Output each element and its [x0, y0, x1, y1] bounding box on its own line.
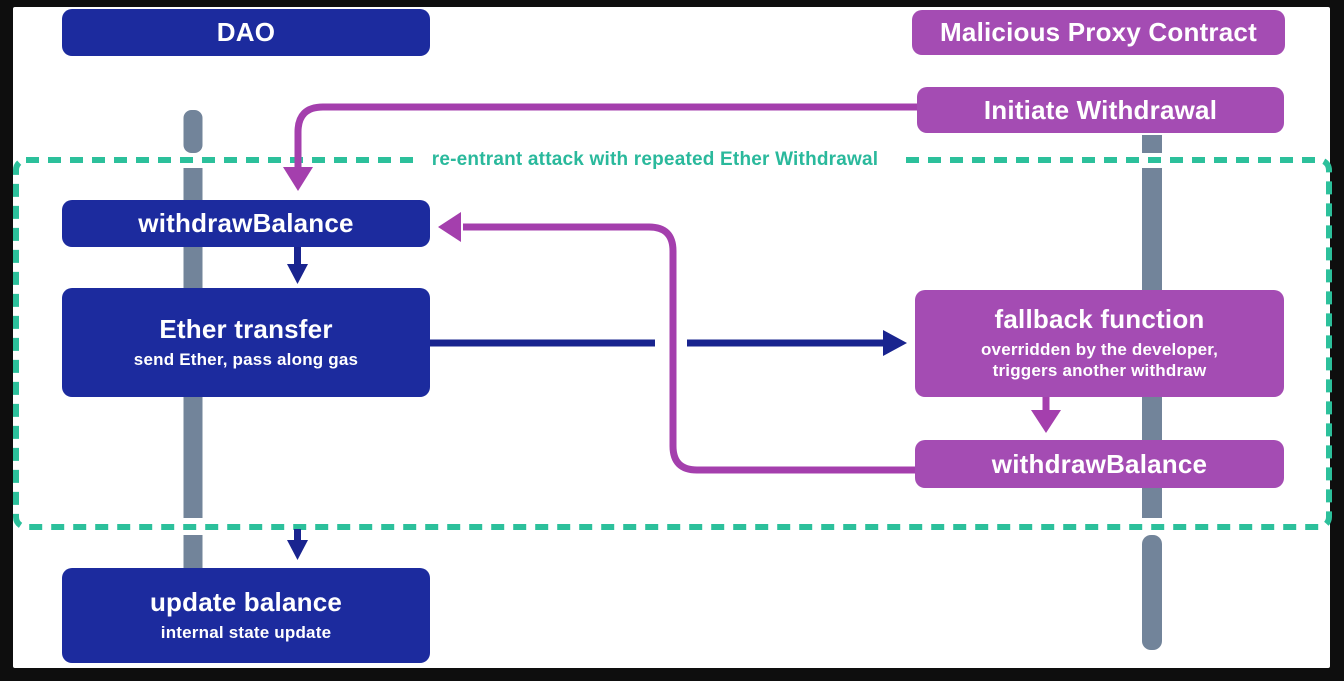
withdrawbalance-dao-node: withdrawBalance	[62, 200, 430, 247]
fallback-trigger-arrow	[1031, 397, 1061, 433]
dao-lifeline-segment	[183, 110, 203, 153]
proxy-lifeline-segment	[1142, 135, 1162, 153]
node-title: withdrawBalance	[991, 448, 1208, 479]
node-title: withdrawBalance	[138, 208, 354, 239]
ether-send-arrow	[430, 330, 907, 356]
update-balance-arrow	[287, 529, 308, 560]
internal-call-arrow	[287, 247, 308, 284]
arrowhead-down-icon	[287, 264, 308, 284]
reentrant-call-arrow	[438, 212, 915, 474]
dao-lane-header: DAO	[62, 9, 430, 56]
node-subtitle: send Ether, pass along gas	[133, 349, 359, 369]
ether-transfer-node: Ether transfer send Ether, pass along ga…	[62, 288, 430, 397]
node-subtitle-line2: triggers another withdraw	[992, 361, 1207, 381]
proxy-lane-header: Malicious Proxy Contract	[912, 10, 1285, 55]
reentrant-attack-label: re-entrant attack with repeated Ether Wi…	[413, 146, 897, 174]
arrowhead-left-icon	[438, 212, 461, 242]
withdrawbalance-proxy-node: withdrawBalance	[915, 440, 1284, 488]
fallback-function-node: fallback function overridden by the deve…	[915, 290, 1284, 397]
initiate-call-arrow	[283, 103, 917, 191]
node-subtitle: overridden by the developer, triggers an…	[981, 339, 1218, 382]
node-title: Ether transfer	[159, 314, 333, 345]
initiate-withdrawal-node: Initiate Withdrawal	[917, 87, 1284, 133]
dao-lane-title: DAO	[216, 17, 276, 48]
dao-lifeline-segment	[183, 535, 203, 568]
arrowhead-down-icon	[1031, 410, 1061, 433]
node-subtitle: internal state update	[160, 622, 332, 642]
update-balance-node: update balance internal state update	[62, 568, 430, 663]
node-title: update balance	[149, 587, 343, 618]
proxy-lifeline-segment	[1142, 535, 1162, 650]
proxy-lane-title: Malicious Proxy Contract	[940, 17, 1257, 48]
node-title: fallback function	[994, 304, 1205, 335]
node-title: Initiate Withdrawal	[983, 94, 1218, 125]
node-subtitle-line1: overridden by the developer,	[980, 340, 1219, 360]
arrowhead-down-icon	[287, 540, 308, 560]
arrowhead-down-icon	[283, 167, 313, 191]
arrowhead-right-icon	[883, 330, 907, 356]
